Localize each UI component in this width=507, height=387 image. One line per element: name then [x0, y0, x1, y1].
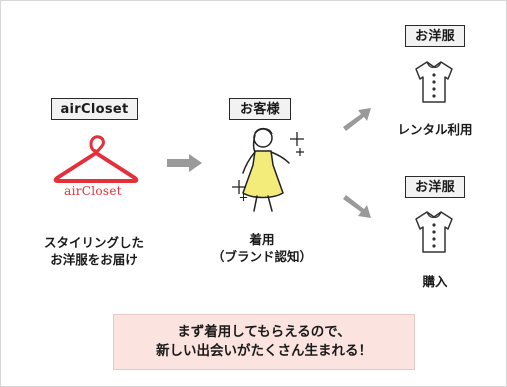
woman-in-dress-icon — [242, 127, 290, 212]
sparkle-icon — [290, 132, 304, 146]
brand-caption-line-2: お洋服をお届け — [50, 252, 138, 267]
message-box: まず着用してもらえるので、 新しい出会いがたくさん生まれる！ — [113, 314, 415, 370]
sparkle-icon — [296, 148, 304, 156]
brand-caption-line-1: スタイリングした — [43, 235, 144, 250]
shirt-icon — [415, 61, 453, 103]
message-line-1: まず着用してもらえるので、 — [177, 324, 351, 340]
outcome-rental-caption: レンタル利用 — [397, 122, 473, 137]
customer-caption: 着用 （ブランド認知） — [197, 231, 327, 265]
arrow-icon — [343, 195, 371, 218]
outcome-purchase-caption: 購入 — [422, 274, 448, 289]
message-line-2: 新しい出会いがたくさん生まれる！ — [156, 343, 372, 359]
shirt-icon — [415, 211, 453, 253]
sparkle-icon — [239, 193, 248, 202]
outcome-purchase-label: お洋服 — [405, 176, 465, 198]
arrow-icon — [167, 154, 202, 172]
customer-caption-line-2: （ブランド認知） — [211, 249, 312, 264]
customer-caption-line-1: 着用 — [249, 232, 275, 247]
brand-label: airCloset — [51, 98, 138, 120]
customer-label: お客様 — [229, 98, 291, 120]
hanger-icon — [53, 135, 139, 183]
brand-logo-text: airCloset — [64, 184, 122, 198]
brand-caption: スタイリングした お洋服をお届け — [21, 234, 167, 268]
outcome-rental-label: お洋服 — [405, 25, 465, 47]
sparkle-icon — [232, 180, 246, 194]
arrow-icon — [343, 108, 371, 131]
